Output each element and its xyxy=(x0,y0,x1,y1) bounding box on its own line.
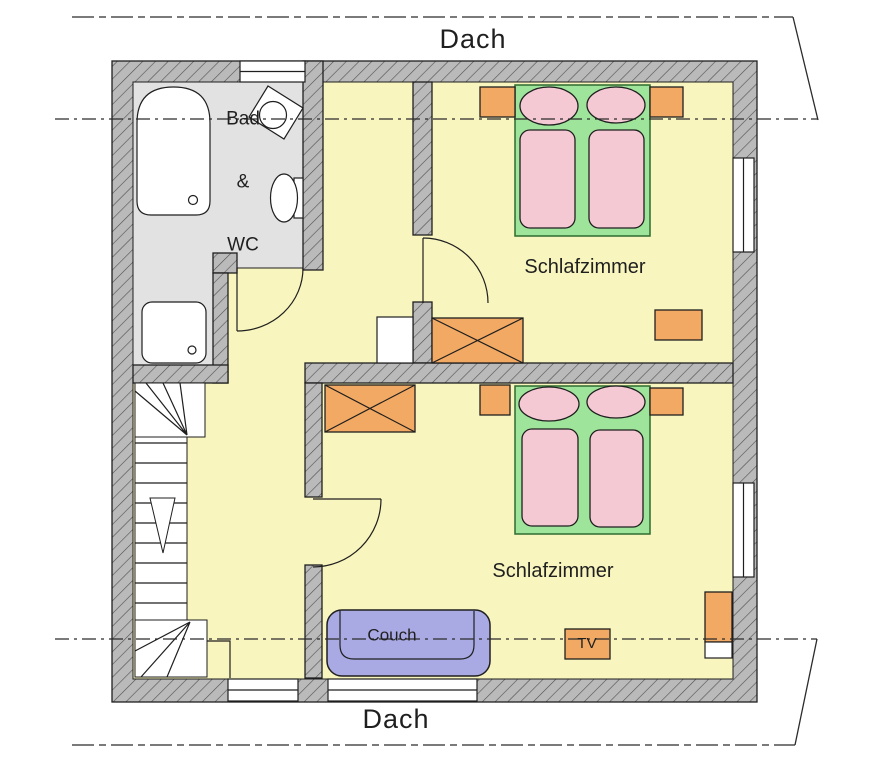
pillow xyxy=(586,385,646,419)
duct-shaft xyxy=(376,316,414,364)
nightstand xyxy=(649,387,684,416)
bathtub-drain xyxy=(187,194,199,206)
mattress xyxy=(521,428,579,527)
wall-shower-stairs xyxy=(132,364,229,384)
bathtub xyxy=(136,86,211,216)
windows xyxy=(227,60,755,702)
dresser-base xyxy=(704,641,733,659)
bathroom-label-line1: Bad xyxy=(226,108,260,130)
chimney-bedroom1 xyxy=(431,317,524,364)
roof-lines xyxy=(55,16,819,746)
chimney-hall xyxy=(324,384,416,433)
tv-stand xyxy=(564,628,611,660)
window-bedroom1-right xyxy=(732,157,755,253)
side-table-bedroom1 xyxy=(654,309,703,341)
wall-middle-horizontal xyxy=(304,362,734,384)
bedroom-top-label: Schlafzimmer xyxy=(524,256,646,278)
pillow xyxy=(519,86,579,126)
shower xyxy=(141,301,207,364)
stair-winder-treads-bottom xyxy=(134,621,191,678)
shower-drain xyxy=(187,345,197,355)
toilet-bowl xyxy=(269,173,299,223)
bathroom-label-line2: & xyxy=(236,171,250,193)
roof-edge-slant-top xyxy=(792,16,819,121)
wall-hall-bedroom2-lower xyxy=(304,564,323,679)
bed-bedroom2 xyxy=(514,385,651,535)
bathroom-label: Bad & WC xyxy=(226,67,260,298)
pillow xyxy=(518,386,580,422)
tv-label: TV xyxy=(577,634,597,652)
mattress xyxy=(589,429,644,528)
staircase xyxy=(134,382,231,678)
roof-edge-slant-bottom xyxy=(794,638,818,746)
mattress xyxy=(519,129,576,229)
dresser xyxy=(704,591,733,643)
roof-label-bottom: Dach xyxy=(362,704,430,735)
couch xyxy=(326,609,491,677)
sink-basin xyxy=(258,100,288,130)
pillow xyxy=(586,86,646,124)
wall-hall-bedroom1-lower xyxy=(412,301,433,364)
nightstand xyxy=(479,384,511,416)
wall-bath-hall xyxy=(302,60,324,271)
nightstand xyxy=(649,86,684,118)
bed-bedroom1 xyxy=(514,84,651,237)
nightstand xyxy=(479,86,516,118)
couch-label: Couch xyxy=(367,625,417,645)
window-stairs-bottom xyxy=(227,678,299,702)
window-couch-bottom xyxy=(327,678,478,702)
stair-landing-edge xyxy=(207,640,231,678)
roof-label-top: Dach xyxy=(439,24,507,55)
bathroom-label-line3: WC xyxy=(227,234,259,256)
stair-direction-arrow xyxy=(149,497,176,554)
window-bath-top xyxy=(239,60,306,83)
stair-winder-treads-top xyxy=(134,382,188,436)
door-bathroom xyxy=(236,267,304,332)
wall-hall-bedroom2-upper xyxy=(304,382,323,498)
wall-hall-bedroom1-upper xyxy=(412,81,433,236)
door-bedroom1 xyxy=(422,237,489,304)
window-bedroom2-right xyxy=(732,482,755,578)
bedroom-bottom-label: Schlafzimmer xyxy=(492,560,614,582)
mattress xyxy=(588,129,645,229)
stair-top-winder xyxy=(134,382,206,438)
door-bedroom2 xyxy=(312,498,382,568)
